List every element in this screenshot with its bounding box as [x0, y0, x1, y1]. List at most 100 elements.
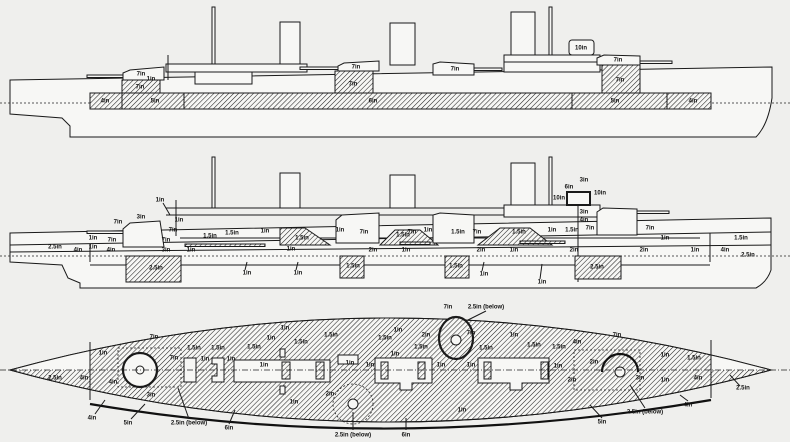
armour-thickness-label: 5in	[598, 420, 607, 426]
armour-thickness-label: 3in	[580, 210, 589, 216]
funnel-1	[279, 172, 301, 209]
armour-thickness-label: 7in	[408, 230, 417, 236]
armour-thickness-label: 1.5in	[346, 264, 360, 270]
mast-fore	[548, 6, 553, 56]
armour-thickness-label: 1in	[554, 364, 563, 370]
armour-thickness-label: 6in	[225, 426, 234, 432]
gun-stern	[86, 74, 125, 78]
armour-thickness-label: 1.5in	[247, 345, 261, 351]
belt-block-mid-1	[339, 255, 365, 279]
belt-block-aft	[125, 255, 182, 283]
armour-thickness-label: 1.5in	[324, 333, 338, 339]
armour-thickness-label: 1.5in	[203, 234, 217, 240]
compartment	[279, 385, 286, 395]
armour-thickness-label: 1in	[437, 363, 446, 369]
armour-thickness-label: 7in	[150, 335, 159, 341]
armour-thickness-label: 1.5in	[512, 230, 526, 236]
armour-thickness-label: 1in	[391, 352, 400, 358]
stern-deckhouse	[194, 71, 253, 85]
armour-thickness-label: 5in	[151, 99, 160, 105]
plan-view: 2.5in 4in 1in 7in 7in 4in 3in 4in 5in 2.5in (belo…	[0, 305, 790, 439]
armour-thickness-label: 1.5in	[734, 236, 748, 242]
armour-thickness-label: 6in	[402, 433, 411, 439]
armour-thickness-label: 10in	[575, 46, 587, 52]
armour-thickness-label: 3in	[580, 178, 589, 184]
turret-mid-2	[432, 212, 475, 244]
armour-thickness-label: 3in	[147, 393, 156, 399]
armour-thickness-label: 6in	[565, 185, 574, 191]
armour-thickness-label: 1.5in	[225, 231, 239, 237]
armour-thickness-label: 1in	[261, 229, 270, 235]
armour-thickness-label: 1in	[480, 272, 489, 278]
armour-thickness-label: 2.5in (below)	[171, 421, 207, 427]
plan-labels: 2.5in 4in 1in 7in 7in 4in 3in 4in 5in 2.5in (belo…	[48, 305, 750, 439]
armour-thickness-label: 4in	[684, 403, 693, 409]
armour-thickness-label: 1in	[99, 351, 108, 357]
armour-thickness-label: 2.5in	[48, 245, 62, 251]
funnel-3	[510, 162, 536, 206]
armour-thickness-label: 2.5in (below)	[335, 433, 371, 439]
armour-thickness-label: 1.5in	[451, 230, 465, 236]
armour-thickness-label: 1.5in	[565, 228, 579, 234]
armour-thickness-label: 6in	[369, 99, 378, 105]
turret-fore	[596, 207, 638, 236]
funnel-2	[389, 174, 416, 209]
armour-thickness-label: 4in	[689, 99, 698, 105]
armour-thickness-label: 7in	[136, 85, 145, 91]
armour-thickness-label: 1.5in	[479, 346, 493, 352]
armour-thickness-label: 1in	[661, 353, 670, 359]
armour-thickness-label: 7in	[613, 333, 622, 339]
armour-thickness-label: 4in	[88, 416, 97, 422]
armour-thickness-label: 1.5in	[211, 346, 225, 352]
armour-thickness-label: 2in	[477, 248, 486, 254]
armour-thickness-label: 2.5in	[736, 386, 750, 392]
turret-side-upper-hub	[450, 334, 462, 346]
armour-thickness-label: 4in	[101, 99, 110, 105]
compartment	[279, 348, 286, 358]
armour-thickness-label: 4in	[573, 340, 582, 346]
armour-thickness-label: 1in	[538, 280, 547, 286]
armour-thickness-label: 4in	[580, 218, 589, 224]
turret-stern	[122, 220, 165, 248]
armour-thickness-label: 7in	[352, 65, 361, 71]
armour-thickness-label: 1in	[187, 248, 196, 254]
armour-thickness-label: 7in	[616, 78, 625, 84]
deck-armour-strip	[184, 243, 266, 247]
armour-thickness-label: 1in	[89, 236, 98, 242]
armour-thickness-label: 1.5in	[378, 336, 392, 342]
armour-thickness-label: 2.5in (below)	[627, 410, 663, 416]
armour-thickness-label: 1in	[661, 236, 670, 242]
funnel-3	[510, 11, 536, 56]
armour-thickness-label: 2in	[422, 333, 431, 339]
funnel-2	[389, 22, 416, 66]
leader-lines	[94, 310, 741, 430]
armour-thickness-label: 3in	[162, 248, 171, 254]
armour-thickness-label: 1in	[394, 328, 403, 334]
armour-thickness-label: 1in	[458, 408, 467, 414]
armour-thickness-label: 1in	[227, 357, 236, 363]
compartment	[477, 357, 550, 391]
armour-thickness-label: 1in	[287, 247, 296, 253]
hatched-bulkheads	[281, 361, 549, 380]
armour-thickness-label: 1.5in	[449, 264, 463, 270]
armour-thickness-label: 2in	[568, 378, 577, 384]
armour-thickness-label: 1in	[281, 326, 290, 332]
mast-fore	[548, 156, 553, 206]
armour-thickness-label: 1in	[366, 363, 375, 369]
forward-superstructure	[503, 54, 601, 73]
gun-mid-1	[299, 66, 339, 70]
armour-thickness-label: 1.5in	[396, 233, 410, 239]
compartment	[337, 354, 359, 365]
armour-thickness-label: 1.5in	[552, 345, 566, 351]
turret-side-lower-hub	[347, 398, 359, 410]
armour-thickness-label: 4in	[109, 380, 118, 386]
armour-thickness-label: 2in	[590, 360, 599, 366]
armour-thickness-label: 1in	[402, 248, 411, 254]
armour-thickness-label: 1.5in	[414, 345, 428, 351]
armour-thickness-label: 1in	[290, 400, 299, 406]
armour-thickness-label: 1in	[260, 363, 269, 369]
armour-thickness-label: 1in	[243, 271, 252, 277]
